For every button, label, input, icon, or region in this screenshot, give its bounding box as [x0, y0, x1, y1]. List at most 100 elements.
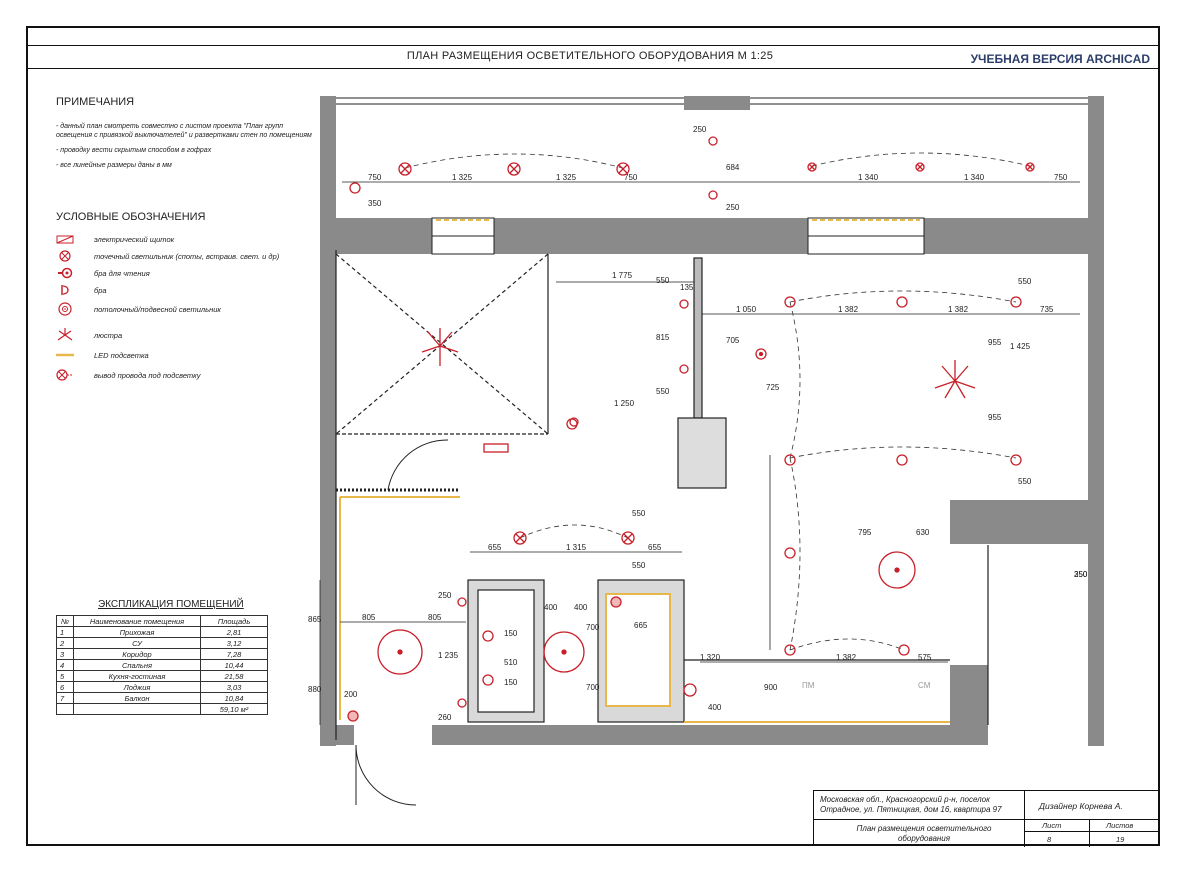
dim-label: 865 — [308, 615, 322, 624]
dim-label: 350 — [1074, 570, 1088, 579]
sheet-title: ПЛАН РАЗМЕЩЕНИЯ ОСВЕТИТЕЛЬНОГО ОБОРУДОВА… — [406, 50, 774, 62]
designer-name: Дизайнер Корнева А. — [1039, 801, 1123, 811]
dim-label: 250 — [693, 125, 707, 134]
dim-label: 550 — [656, 276, 670, 285]
spot-light-icon — [1025, 162, 1035, 172]
dim-label: 900 — [764, 683, 778, 692]
reading-sconce-icon — [349, 182, 578, 430]
legend-heading: УСЛОВНЫЕ ОБОЗНАЧЕНИЯ — [56, 211, 206, 223]
dim-label: 1 050 — [736, 305, 757, 314]
legend-label: бра — [94, 285, 107, 295]
dim-label: 955 — [988, 338, 1002, 347]
ceiling-light-icon — [755, 348, 767, 360]
spot-light-icon — [398, 162, 412, 176]
ceiling-light-icon — [377, 629, 423, 675]
sconce-icon — [56, 283, 74, 297]
dim-label: 550 — [632, 509, 646, 518]
legend-row: бра для чтения — [56, 266, 150, 280]
legend-label: электрический щиток — [94, 234, 175, 244]
dim-label: 250 — [726, 203, 740, 212]
dim-label: 1 382 — [948, 305, 969, 314]
legend-row: бра — [56, 283, 107, 297]
dim-label: 550 — [1018, 277, 1032, 286]
notes-list: - данный план смотреть совместно с листо… — [56, 122, 318, 176]
legend-label: точечный светильник (споты, встраив. све… — [94, 251, 280, 261]
dim-label: 880 — [308, 685, 322, 694]
dimension-lines — [319, 181, 1080, 725]
project-address: Московская обл., Красногорский р-н, посе… — [820, 795, 1002, 814]
wire-outlet-icon — [56, 368, 74, 382]
spot-light-icon — [569, 299, 689, 427]
interior-walls — [335, 250, 989, 740]
title-divider — [26, 68, 1160, 69]
chandelier-icon — [421, 328, 459, 366]
spot-light-icon — [807, 162, 817, 172]
dim-label: 550 — [656, 387, 670, 396]
legend-label: потолочный/подвесной светильник — [94, 304, 221, 314]
sheet-label: Лист — [1042, 821, 1062, 830]
sheet-name: План размещения осветительного оборудова… — [856, 824, 992, 843]
dim-label: 400 — [544, 603, 558, 612]
legend-row: LED подсветка — [56, 348, 149, 362]
dim-label: 1 775 — [612, 271, 633, 280]
edu-watermark: УЧЕБНАЯ ВЕРСИЯ ARCHICAD — [970, 52, 1150, 66]
dim-label: 700 — [586, 683, 600, 692]
ceiling-light-icon — [878, 551, 916, 589]
dim-label: 510 — [504, 658, 518, 667]
legend-label: LED подсветка — [94, 350, 149, 360]
dim-label: 735 — [1040, 305, 1054, 314]
legend-row: потолочный/подвесной светильник — [56, 302, 221, 316]
appliance-label: ПМ — [802, 681, 815, 690]
dim-label: 815 — [656, 333, 670, 342]
stamp-divider — [1024, 831, 1159, 832]
dim-label: 750 — [1054, 173, 1068, 182]
dim-label: 955 — [988, 413, 1002, 422]
reading-sconce-icon — [56, 266, 74, 280]
sheets-label: Листов — [1106, 821, 1134, 830]
dimension-labels: 750 1 325 1 325 750 1 340 1 340 750 350 … — [308, 125, 1088, 722]
dim-label: 1 340 — [858, 173, 879, 182]
dim-label: 1 425 — [1010, 342, 1031, 351]
dim-label: 655 — [648, 543, 662, 552]
dim-label: 1 235 — [438, 651, 459, 660]
led-lines — [339, 496, 950, 723]
dim-label: 1 315 — [566, 543, 587, 552]
led-strip-icon — [56, 348, 74, 362]
dim-label: 550 — [1018, 477, 1032, 486]
wire-outlet-icon — [347, 596, 697, 722]
dim-label: 805 — [428, 613, 442, 622]
dim-label: 1 325 — [556, 173, 577, 182]
dim-label: 150 — [504, 678, 518, 687]
spot-light-icon — [915, 162, 925, 172]
dim-label: 630 — [916, 528, 930, 537]
dim-label: 1 382 — [838, 305, 859, 314]
dim-label: 1 320 — [700, 653, 721, 662]
sheet-number: 8 — [1047, 835, 1052, 844]
sconce-icon — [457, 597, 494, 708]
sheets-total: 19 — [1116, 835, 1125, 844]
dim-label: 1 325 — [452, 173, 473, 182]
legend-row: люстра — [56, 328, 122, 342]
dim-label: 1 250 — [614, 399, 635, 408]
stamp-divider — [814, 819, 1159, 820]
drawing-frame — [26, 26, 1160, 846]
chandelier-icon — [56, 328, 74, 342]
table-row: 59,10 м² — [56, 703, 268, 715]
legend-row: вывод провода под подсветку — [56, 368, 200, 382]
dim-label: 550 — [632, 561, 646, 570]
walls — [320, 96, 1104, 746]
legend-label: люстра — [94, 330, 123, 340]
dim-label: 805 — [362, 613, 376, 622]
windows — [336, 97, 1088, 255]
notes-heading: ПРИМЕЧАНИЯ — [56, 96, 135, 108]
stamp-divider — [1024, 791, 1025, 847]
explication-heading: ЭКСПЛИКАЦИЯ ПОМЕЩЕНИЙ — [98, 599, 244, 610]
dim-label: 260 — [438, 713, 452, 722]
frame-top-line — [26, 45, 1160, 46]
spot-light-icon — [708, 136, 718, 200]
dim-label: 135 — [680, 283, 694, 292]
dim-label: 200 — [344, 690, 358, 699]
spot-light-icon — [513, 531, 635, 545]
dim-label: 1 340 — [964, 173, 985, 182]
